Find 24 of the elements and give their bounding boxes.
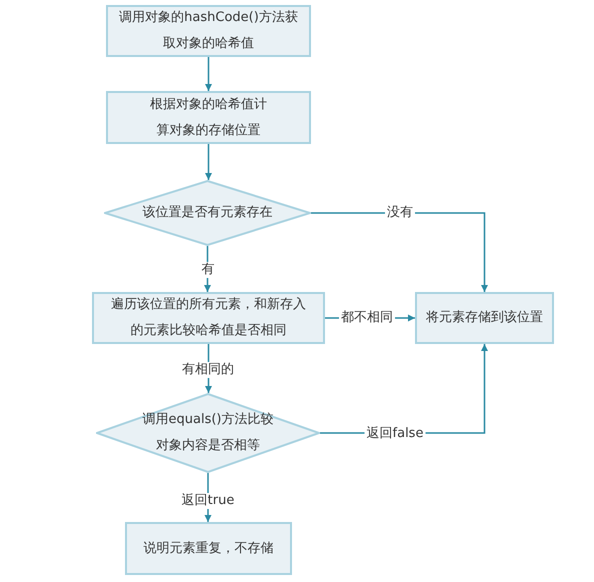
edge-label: 没有	[385, 205, 415, 221]
arrow	[311, 212, 488, 292]
node-text: 遍历该位置的所有元素，和新存入的元素比较哈希值是否相同	[110, 296, 307, 340]
node-text: 调用对象的hashCode()方法获取对象的哈希值	[118, 9, 299, 53]
arrow	[205, 144, 212, 180]
node-text: 说明元素重复，不存储	[142, 540, 274, 558]
process-box	[92, 292, 325, 344]
node-text: 根据对象的哈希值计算对象的存储位置	[149, 96, 268, 140]
edge-label: 返回true	[180, 493, 236, 509]
decision-diamond	[104, 180, 311, 246]
arrow	[205, 57, 212, 91]
edge-label: 都不相同	[339, 310, 395, 326]
process-box	[106, 91, 311, 144]
process-box	[415, 292, 554, 344]
node-text: 该位置是否有元素存在	[142, 204, 274, 222]
edge-label: 有相同的	[180, 362, 236, 378]
process-box	[125, 522, 292, 575]
edge-label: 返回false	[364, 426, 426, 442]
process-box	[106, 5, 311, 57]
arrow	[204, 246, 211, 292]
decision-diamond	[96, 393, 320, 473]
edge-label: 有	[200, 262, 216, 278]
node-text: 将元素存储到该位置	[425, 309, 544, 327]
node-text: 调用equals()方法比较对象内容是否相等	[142, 411, 274, 455]
